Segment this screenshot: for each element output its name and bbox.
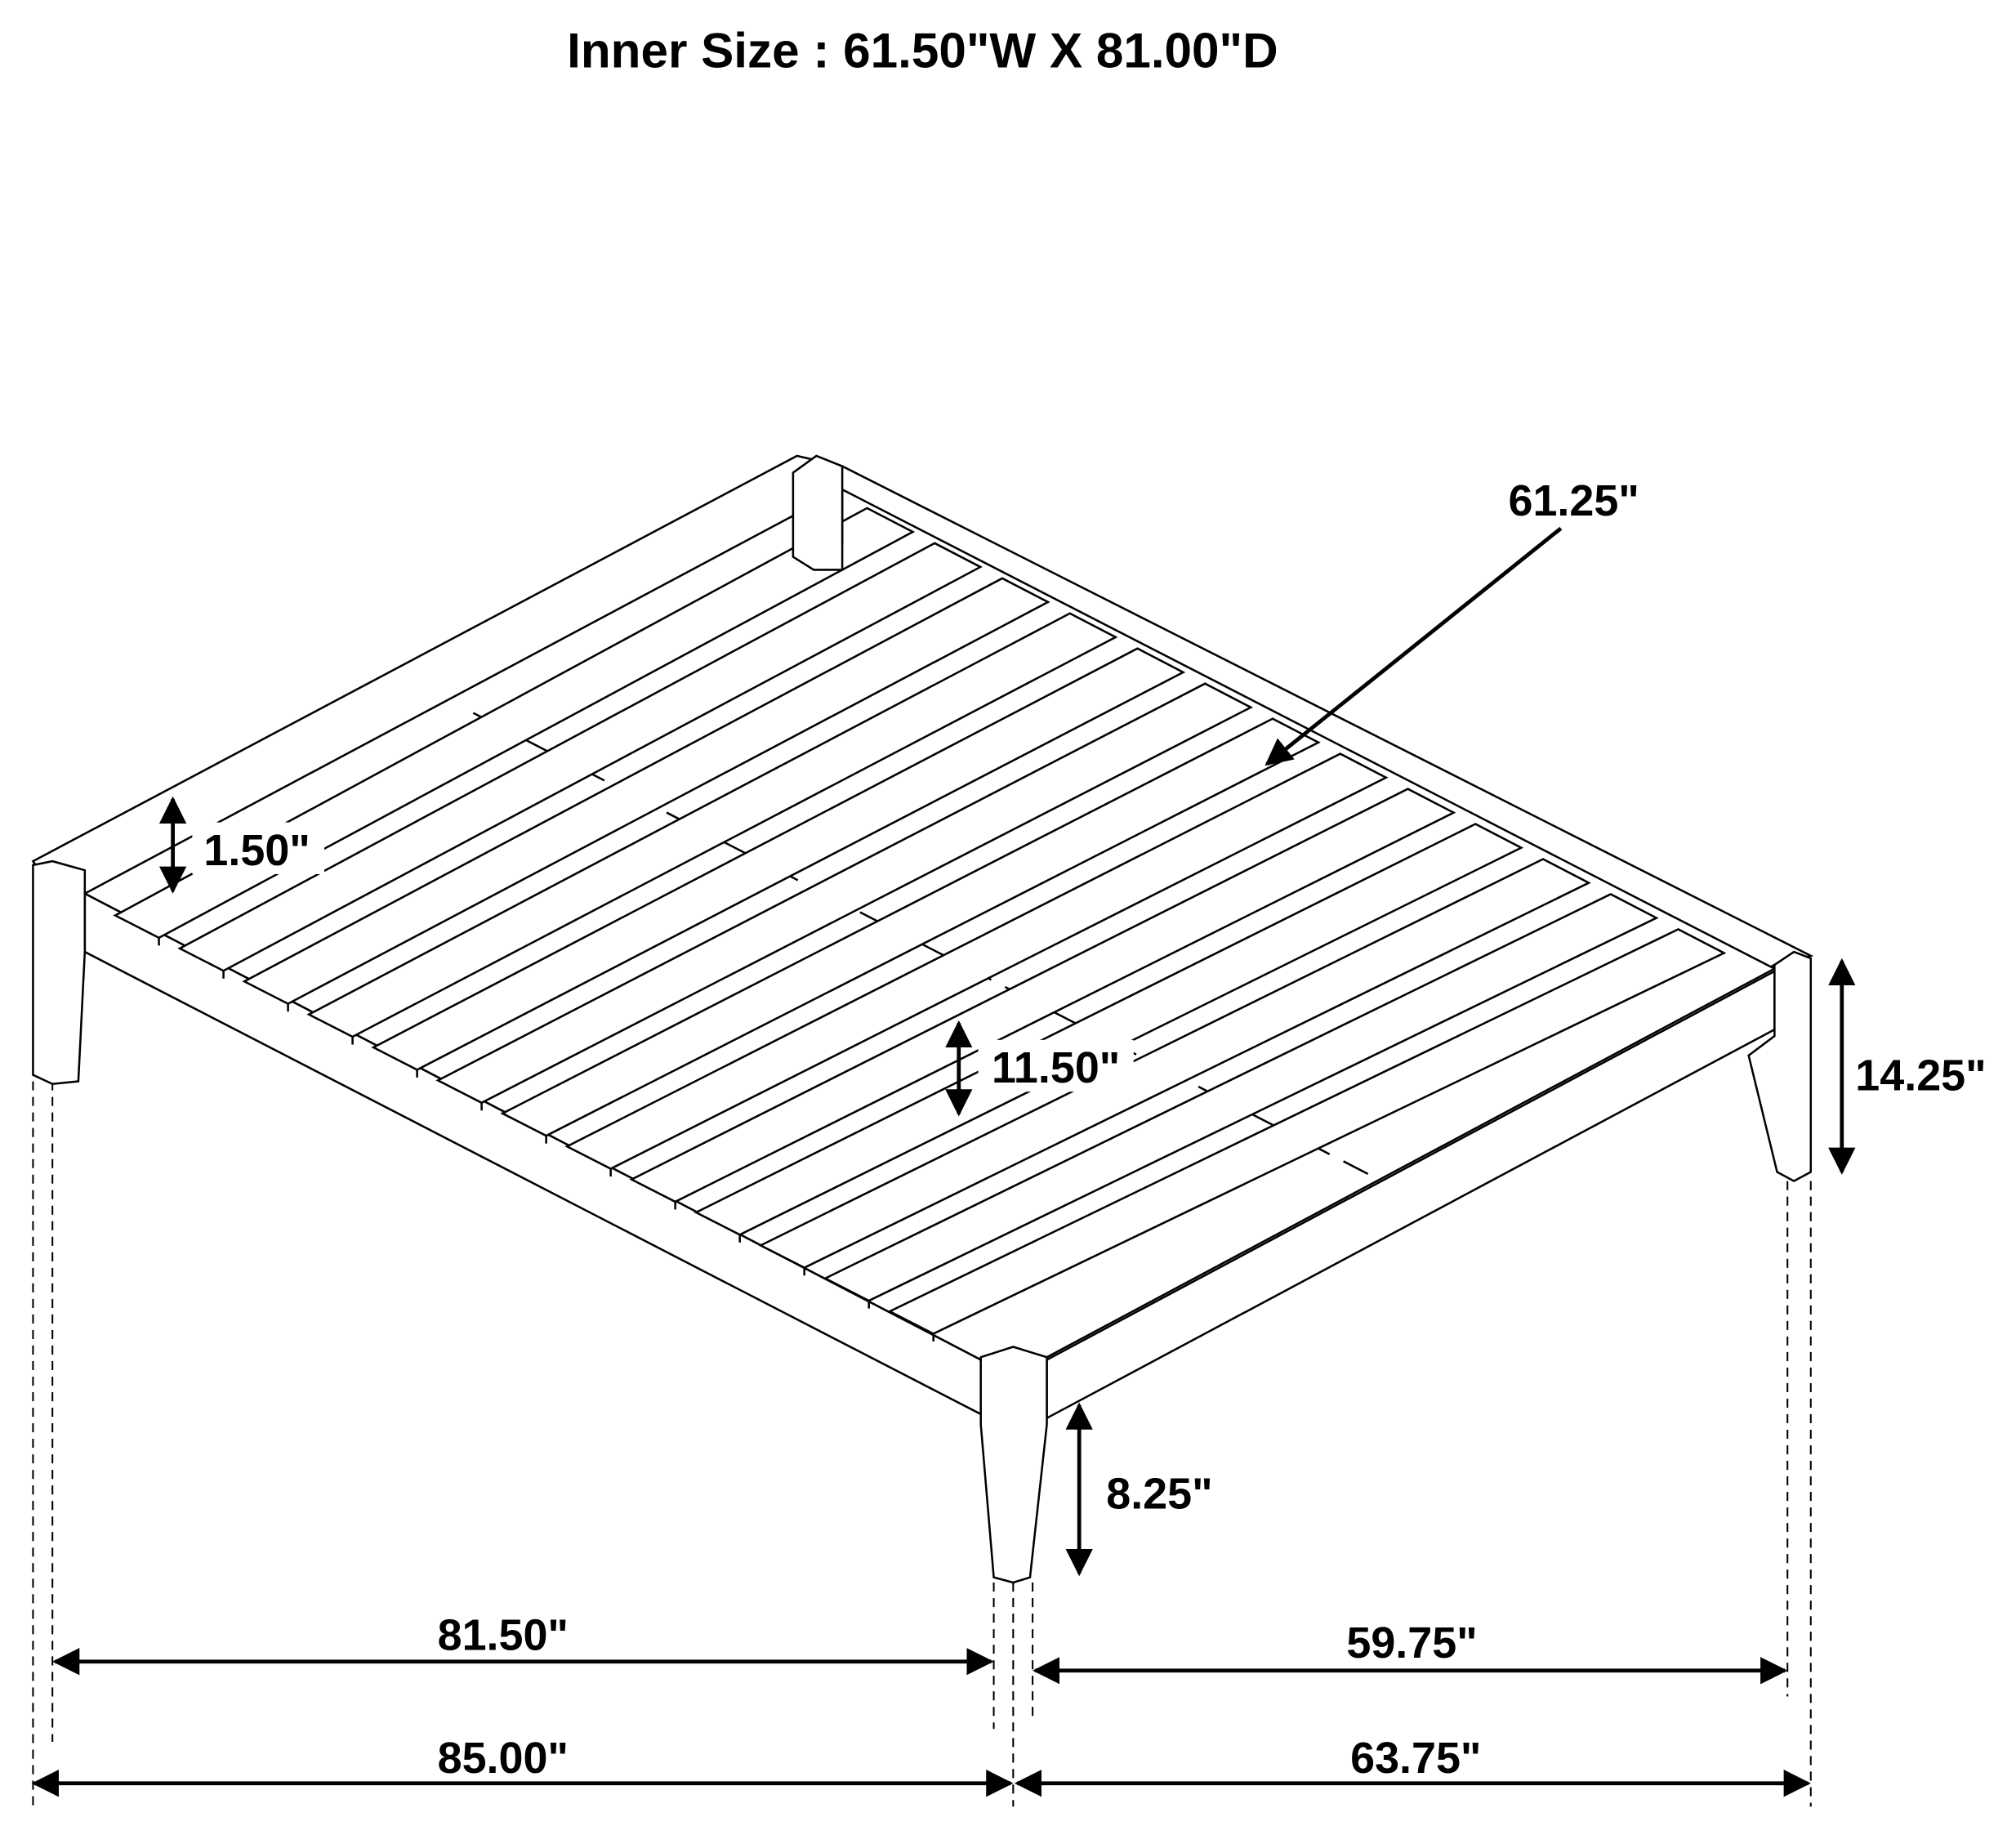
inner-width-label: 59.75" [1346,1618,1477,1668]
slat [306,612,1118,1038]
slat [500,717,1321,1137]
leg-front-left [32,859,87,1086]
slat-length-leader [1264,526,1563,766]
slat-length-label: 61.25" [1509,476,1639,525]
rail-height-label-bg [192,822,325,874]
slats [113,507,1727,1342]
slat [758,858,1591,1270]
leg-front-center [979,1346,1048,1584]
leg-back [792,454,844,571]
overall-length-label: 85.00" [438,1734,569,1783]
title: Inner Size : 61.50"W X 81.00"D [567,22,1278,78]
slat [694,823,1524,1236]
slat [823,893,1659,1302]
leg-height-label: 8.25" [1106,1470,1212,1519]
dimensions: 61.25" 1.50" 11.50" 14.25" 8.25" 81.50" … [31,476,1987,1797]
slat [242,577,1050,1006]
extension-lines [32,1081,1812,1807]
clearance-label: 11.50" [992,1043,1120,1092]
slat [371,647,1186,1071]
rail-height-label: 1.50" [203,826,310,875]
slat [629,788,1456,1203]
slat [887,927,1727,1335]
slat [564,752,1389,1170]
overall-width-label: 63.75" [1350,1734,1481,1783]
slat [177,542,983,972]
leg-right [1747,950,1813,1183]
bed-frame [31,454,1814,1584]
clearance-label-bg [978,1039,1134,1092]
slat [435,682,1254,1105]
total-height-label: 14.25" [1855,1051,1986,1101]
inner-length-label: 81.50" [438,1610,569,1659]
